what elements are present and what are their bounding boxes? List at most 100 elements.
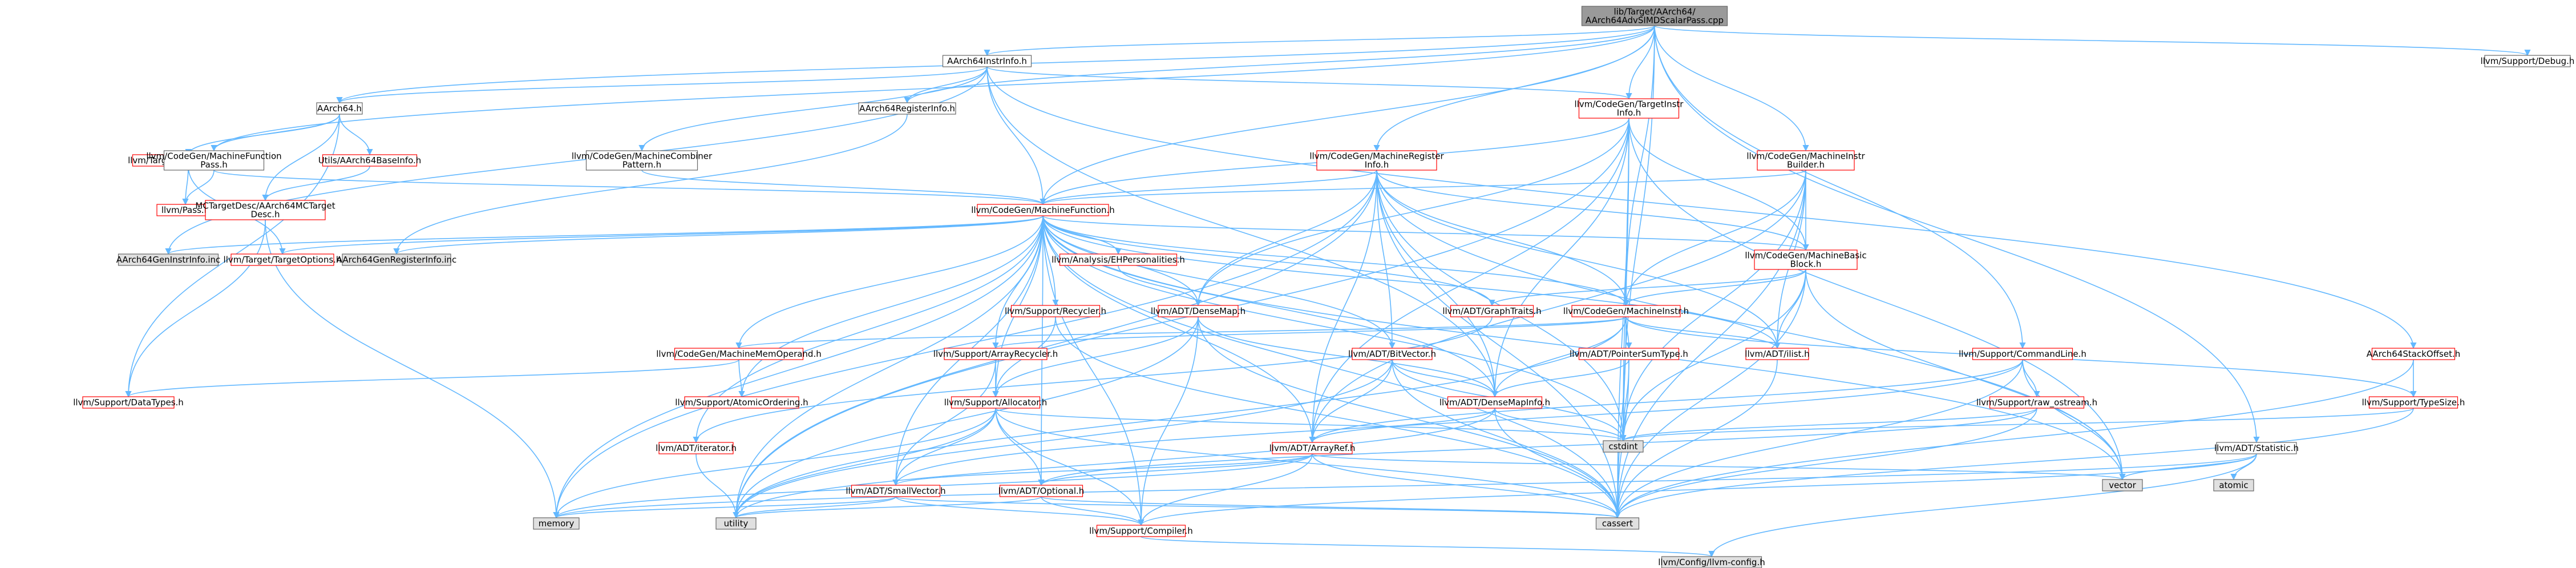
edge-aarch64h-to-mfpass (211, 114, 340, 152)
node-memory: memory (533, 517, 580, 530)
edge-arrayref-to-cassert (1312, 453, 1621, 519)
node-box-iterator (658, 442, 734, 454)
node-arrayref[interactable]: llvm/ADT/ArrayRef.h (1269, 442, 1356, 454)
edge-rawostream-to-cstdint (1620, 408, 2037, 442)
edge-densemap-to-cassert (1198, 316, 1621, 519)
node-label-machineinstr-line-0: llvm/CodeGen/MachineInstr.h (1563, 306, 1689, 316)
node-statistic[interactable]: llvm/ADT/Statistic.h (2214, 442, 2299, 454)
node-atomicordering[interactable]: llvm/Support/AtomicOrdering.h (675, 396, 808, 409)
edge-tii-to-utility (733, 118, 1629, 519)
node-allocator[interactable]: llvm/Support/Allocator.h (944, 396, 1048, 409)
node-box-mf (977, 204, 1109, 216)
node-instrinfo[interactable]: AArch64InstrInfo.h (942, 55, 1032, 67)
node-stackoffset[interactable]: AArch64StackOffset.h (2367, 348, 2461, 360)
edge-arrayref-to-optional (1038, 453, 1313, 486)
edge-allocator-to-utility (733, 408, 996, 519)
node-label-combiner-line-1: Pattern.h (622, 160, 661, 170)
node-graphtraits[interactable]: llvm/ADT/GraphTraits.h (1442, 305, 1542, 317)
node-datatypes[interactable]: llvm/Support/DataTypes.h (73, 396, 184, 409)
node-label-targetoptions-line-0: llvm/Target/TargetOptions.h (224, 255, 342, 265)
edge-optional-to-cassert (1041, 496, 1621, 519)
node-box-memory (533, 517, 580, 530)
node-box-statistic (2216, 442, 2297, 454)
node-recycler[interactable]: llvm/Support/Recycler.h (1005, 305, 1106, 317)
node-label-cassert-line-0: cassert (1602, 518, 1633, 529)
edge-combiner-to-mf (641, 170, 1046, 206)
node-ilist[interactable]: llvm/ADT/ilist.h (1745, 348, 1810, 360)
node-ptrsumtype[interactable]: llvm/ADT/PointerSumType.h (1570, 348, 1688, 360)
node-cstdint: cstdint (1603, 440, 1644, 453)
edge-commandline-to-cassert (1614, 359, 2023, 519)
node-mmo[interactable]: llvm/CodeGen/MachineMemOperand.h (656, 348, 822, 360)
edge-bitvector-to-utility (733, 359, 1393, 519)
node-ehpers[interactable]: llvm/Analysis/EHPersonalities.h (1052, 253, 1185, 266)
node-label-mib-line-0: llvm/CodeGen/MachineInstr (1746, 151, 1865, 162)
node-baseinfo[interactable]: Utils/AArch64BaseInfo.h (318, 154, 422, 167)
node-arrayrecycler[interactable]: llvm/Support/ArrayRecycler.h (933, 348, 1058, 360)
node-label-ehpers-line-0: llvm/Analysis/EHPersonalities.h (1052, 255, 1185, 265)
edge-instrinfo-to-aarch64h (336, 66, 988, 104)
node-label-combiner-line-0: llvm/CodeGen/MachineCombiner (572, 151, 713, 162)
node-typesize[interactable]: llvm/Support/TypeSize.h (2362, 396, 2465, 409)
node-reginfo[interactable]: AArch64RegisterInfo.h (858, 102, 956, 115)
node-aarch64h[interactable]: AArch64.h (316, 102, 363, 115)
node-label-mri-line-0: llvm/CodeGen/MachineRegister (1309, 151, 1444, 162)
edge-ilist-to-cassert (1614, 359, 1778, 519)
node-rawostream[interactable]: llvm/Support/raw_ostream.h (1976, 396, 2097, 409)
node-label-rawostream-line-0: llvm/Support/raw_ostream.h (1976, 397, 2097, 408)
node-label-atomic-line-0: atomic (2219, 480, 2248, 490)
edge-mri-to-mf (1040, 170, 1377, 206)
edge-machineinstr-to-utility (733, 316, 1627, 519)
header-nodes: lib/Target/AArch64/AArch64AdvSIMDScalarP… (73, 6, 2574, 568)
node-label-ptrsumtype-line-0: llvm/ADT/PointerSumType.h (1570, 349, 1688, 359)
edge-mf-to-vector (1042, 215, 2126, 481)
node-box-stackoffset (2371, 348, 2456, 360)
node-targetoptions[interactable]: llvm/Target/TargetOptions.h (224, 253, 342, 266)
node-box-graphtraits (1450, 305, 1534, 317)
node-label-mfpass-line-0: llvm/CodeGen/MachineFunction (146, 151, 281, 162)
node-machineinstr[interactable]: llvm/CodeGen/MachineInstr.h (1563, 305, 1689, 317)
edge-tii-to-mbb (1628, 118, 1809, 251)
node-box-cstdint (1603, 440, 1644, 453)
node-box-ilist (1745, 348, 1809, 360)
node-box-mctargetdesc (205, 200, 326, 220)
edge-root-to-mf (1040, 25, 1655, 206)
node-densemapinfo[interactable]: llvm/ADT/DenseMapInfo.h (1439, 396, 1550, 409)
edge-mfpass-to-mf (213, 170, 1046, 206)
node-bitvector[interactable]: llvm/ADT/BitVector.h (1348, 348, 1436, 360)
edge-densemap-to-utility (733, 316, 1199, 519)
edge-root-to-debug (1654, 25, 2530, 57)
edge-mib-to-arrayref (1309, 170, 1806, 444)
node-commandline[interactable]: llvm/Support/CommandLine.h (1959, 348, 2086, 360)
node-compiler[interactable]: llvm/Support/Compiler.h (1089, 525, 1193, 537)
node-mf[interactable]: llvm/CodeGen/MachineFunction.h (971, 204, 1115, 216)
node-optional[interactable]: llvm/ADT/Optional.h (998, 485, 1085, 497)
node-label-commandline-line-0: llvm/Support/CommandLine.h (1959, 349, 2086, 359)
node-label-atomicordering-line-0: llvm/Support/AtomicOrdering.h (675, 397, 808, 408)
edge-statistic-to-llvmconfig (1708, 453, 2257, 558)
edge-typesize-to-cassert (1614, 408, 2414, 519)
edge-mf-to-ilist (1042, 215, 1781, 349)
node-label-mri-line-1: Info.h (1365, 160, 1389, 170)
node-densemap[interactable]: llvm/ADT/DenseMap.h (1151, 305, 1245, 317)
edge-tii-to-arrayref (1309, 118, 1629, 444)
node-box-arrayref (1272, 442, 1353, 454)
node-iterator[interactable]: llvm/ADT/iterator.h (656, 442, 737, 454)
node-box-optional (999, 485, 1083, 497)
node-label-root-line-0: lib/Target/AArch64/ (1613, 7, 1696, 17)
edge-mctargetdesc-to-datatypes (125, 219, 266, 398)
node-label-mfpass-line-1: Pass.h (200, 160, 227, 170)
node-debug[interactable]: llvm/Support/Debug.h (2481, 55, 2575, 67)
node-box-atomicordering (684, 396, 799, 409)
node-box-atomic (2213, 479, 2254, 492)
node-label-mmo-line-0: llvm/CodeGen/MachineMemOperand.h (656, 349, 821, 359)
edge-mri-to-densemap (1195, 170, 1377, 307)
node-smallvector[interactable]: llvm/ADT/SmallVector.h (846, 485, 946, 497)
